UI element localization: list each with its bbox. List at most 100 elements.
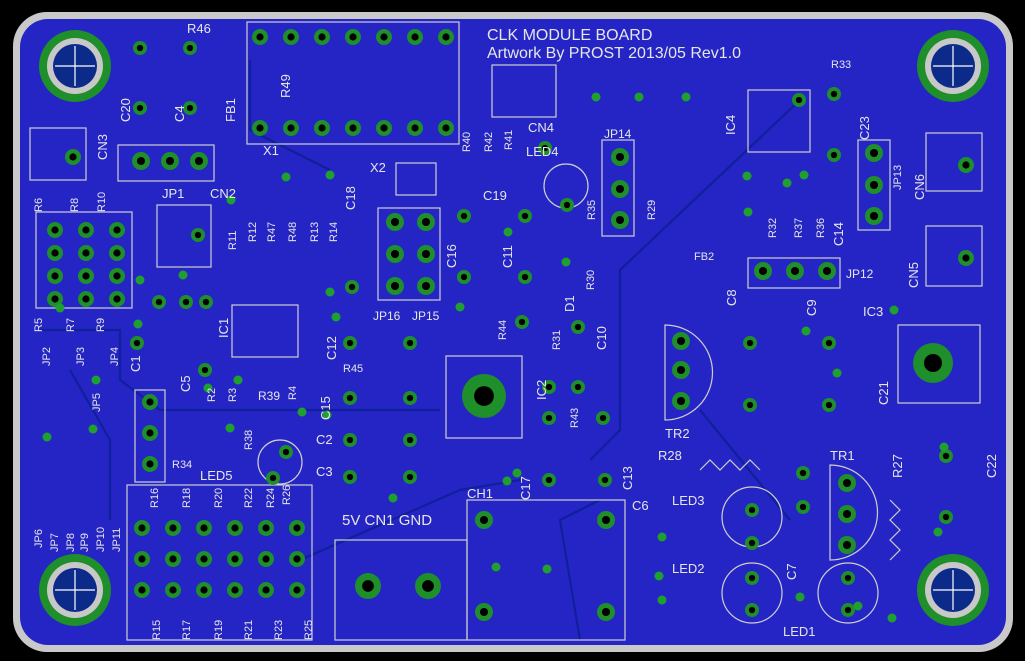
through-hole-pad: [596, 411, 610, 425]
through-hole-pad: [227, 520, 243, 536]
reference-designators: R46 C20 C4 FB1 R49 X1 CN3 JP1 CN2 X2 C18…: [33, 21, 999, 640]
via: [887, 613, 897, 623]
label-jp15: JP15: [412, 309, 440, 323]
through-hole-pad: [403, 433, 417, 447]
through-hole-pad: [598, 473, 612, 487]
via: [561, 257, 571, 267]
label-tr2: TR2: [665, 426, 690, 441]
through-hole-pad: [838, 505, 856, 523]
label-c5: C5: [178, 375, 193, 392]
through-hole-pad: [289, 520, 305, 536]
through-hole-pad: [133, 41, 147, 55]
label-r47: R47: [266, 222, 278, 242]
label-jp4: JP4: [109, 347, 121, 366]
through-hole-pad: [196, 582, 212, 598]
label-r40: R40: [461, 132, 473, 152]
through-hole-pad: [191, 228, 205, 242]
label-r7: R7: [65, 318, 77, 332]
through-hole-pad: [47, 291, 63, 307]
mounting-hole-top-left: [39, 30, 111, 102]
label-r35: R35: [586, 200, 598, 220]
through-hole-pad: [152, 295, 166, 309]
through-hole-pad: [518, 270, 532, 284]
through-hole-pad: [343, 433, 357, 447]
label-r4: R4: [287, 386, 299, 400]
label-jp9: JP9: [79, 533, 91, 552]
label-c9: C9: [804, 299, 819, 316]
through-hole-pad: [754, 262, 772, 280]
label-c11: C11: [500, 245, 515, 268]
through-hole-pad: [672, 392, 690, 410]
through-hole-pad: [142, 456, 158, 472]
through-hole-pad: [571, 380, 585, 394]
via: [889, 305, 899, 315]
label-r2: R2: [206, 388, 218, 402]
via: [939, 442, 949, 452]
label-jp16: JP16: [373, 309, 401, 323]
via: [455, 302, 465, 312]
through-hole-pad: [142, 394, 158, 410]
label-r18: R18: [181, 488, 193, 508]
label-c1: C1: [128, 355, 143, 372]
label-r19: R19: [213, 620, 225, 640]
label-jp13: JP13: [892, 165, 904, 190]
through-hole-pad: [745, 503, 759, 517]
label-r49: R49: [278, 74, 293, 98]
through-hole-pad: [597, 603, 615, 621]
through-hole-pad: [134, 582, 150, 598]
label-r44: R44: [497, 320, 509, 340]
label-cn1: 5V CN1 GND: [342, 512, 432, 529]
through-hole-pad: [438, 29, 454, 45]
via: [933, 527, 943, 537]
label-r26: R26: [281, 485, 293, 505]
through-hole-pad: [403, 336, 417, 350]
label-jp11: JP11: [111, 528, 123, 552]
mounting-hole-top-right: [917, 30, 989, 102]
through-hole-pad: [743, 336, 757, 350]
via: [654, 571, 664, 581]
label-r12: R12: [247, 222, 259, 242]
via: [502, 476, 512, 486]
through-hole-pad: [142, 425, 158, 441]
via: [233, 375, 243, 385]
through-hole-pad: [289, 551, 305, 567]
label-r14: R14: [328, 222, 340, 242]
via: [203, 383, 213, 393]
label-r5: R5: [33, 318, 45, 332]
label-ch1: CH1: [467, 486, 493, 501]
through-hole-pad: [611, 211, 629, 229]
through-hole-pad: [199, 295, 213, 309]
via: [55, 303, 65, 313]
via: [325, 287, 335, 297]
through-hole-pad: [417, 277, 435, 295]
label-r21: R21: [243, 620, 255, 640]
through-hole-pad: [939, 510, 953, 524]
label-c23: C23: [857, 116, 872, 140]
through-hole-pad: [109, 245, 125, 261]
via: [503, 227, 513, 237]
through-hole-pad: [227, 551, 243, 567]
label-x2: X2: [370, 160, 386, 175]
through-hole-pad: [796, 500, 810, 514]
label-r28: R28: [658, 448, 682, 463]
label-r31: R31: [551, 330, 563, 350]
mounting-hole-bottom-right: [917, 554, 989, 626]
through-hole-pad: [786, 262, 804, 280]
through-hole-pad: [542, 380, 556, 394]
via: [853, 601, 863, 611]
through-hole-pad: [865, 207, 883, 225]
through-hole-pad: [198, 363, 212, 377]
via: [491, 562, 501, 572]
through-hole-pad: [314, 29, 330, 45]
through-hole-pad: [376, 29, 392, 45]
via: [743, 207, 753, 217]
through-hole-pad: [386, 245, 404, 263]
through-hole-pad: [865, 176, 883, 194]
through-hole-pad: [407, 120, 423, 136]
label-jp12: JP12: [846, 267, 874, 281]
label-r23: R23: [273, 620, 285, 640]
through-hole-pad: [161, 152, 179, 170]
label-led2: LED2: [672, 561, 705, 576]
through-hole-pad: [462, 374, 506, 418]
